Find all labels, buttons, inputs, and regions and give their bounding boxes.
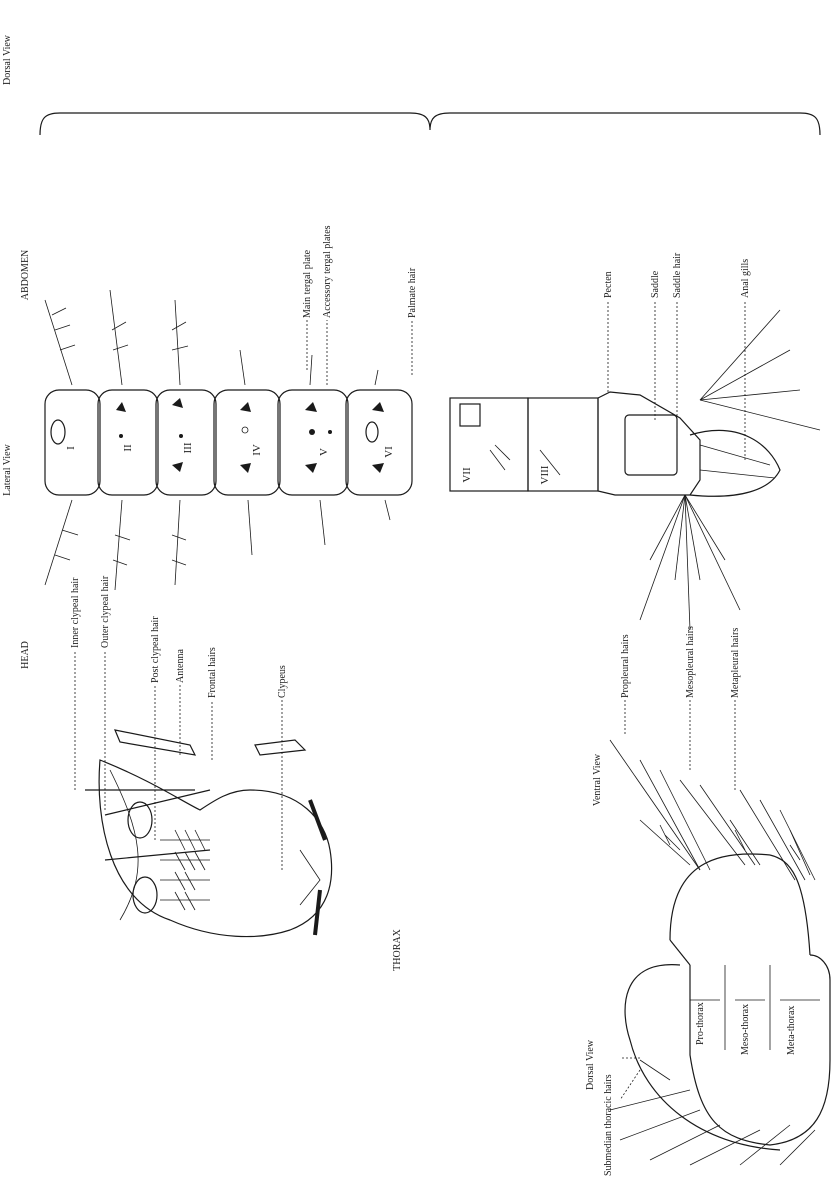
saddle-hair-label: Saddle hair [672,252,683,298]
segment-label: V [318,448,330,456]
inner-clypeal-hair-label: Inner clypeal hair [70,577,81,648]
mesopleural-hairs-label: Mesopleural hairs [685,626,696,698]
segment-label: II [122,444,134,452]
head-drawing [75,650,332,937]
submedian-thoracic-hairs-label: Submedian thoracic hairs [603,1074,614,1176]
head-title: HEAD [20,641,31,669]
accessory-tergal-plates-label: Accessory tergal plates [322,225,333,318]
mesothorax-label: Meso-thorax [740,1004,751,1055]
abdomen-drawing [40,113,820,630]
prothorax-label: Pro-thorax [695,1002,706,1045]
main-tergal-plate-label: Main tergal plate [302,249,313,318]
segment-label: III [182,442,194,453]
metathorax-label: Meta-thorax [786,1006,797,1055]
anal-gills-label: Anal gills [740,259,751,298]
frontal-hairs-label: Frontal hairs [207,647,218,698]
saddle-label: Saddle [650,270,661,298]
pecten-label: Pecten [603,271,614,298]
metapleural-hairs-label: Metapleural hairs [730,628,741,698]
segment-numerals: I II III IV V VI VII VIII [65,442,551,484]
segment-label: VIII [539,465,551,484]
thorax-title: THORAX [392,928,403,970]
segment-label: IV [251,444,263,456]
abdomen-lateral-view-label: Lateral View [2,443,13,495]
thorax-dorsal-view-label: Dorsal View [585,1039,596,1090]
propleural-hairs-label: Propleural hairs [620,634,631,698]
abdomen-dorsal-view-label: Dorsal View [2,34,13,85]
antenna-label: Antenna [175,649,186,683]
outer-clypeal-hair-label: Outer clypeal hair [100,575,111,648]
view-labels: Ventral View Dorsal View Dorsal View Lat… [2,34,603,1090]
abdomen-labels: Main tergal plate Accessory tergal plate… [302,225,751,318]
thorax-drawing [610,700,830,1165]
palmate-hair-label: Palmate hair [407,267,418,318]
head-labels: Inner clypeal hair Outer clypeal hair Po… [70,575,288,698]
thorax-ventral-view-label: Ventral View [592,753,603,806]
post-clypeal-hair-label: Post clypeal hair [150,616,161,683]
segment-label: I [65,446,77,450]
segment-label: VI [383,446,395,458]
thorax-labels: Submedian thoracic hairs Pro-thorax Meso… [603,626,797,1176]
segment-label: VII [461,467,473,483]
clypeus-label: Clypeus [277,665,288,698]
abdomen-title: ABDOMEN [20,250,31,301]
